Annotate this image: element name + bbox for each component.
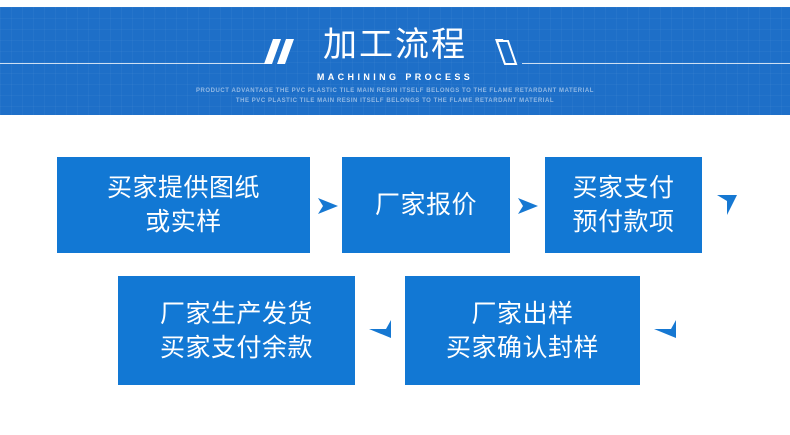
flow-step-5-line-2: 买家支付余款 (159, 332, 313, 362)
flow-step-box-3: 买家支付 预付款项 (545, 157, 702, 253)
banner-description-line-1: PRODUCT ADVANTAGE THE PVC PLASTIC TILE M… (195, 88, 595, 94)
arrow-left-icon-1 (369, 320, 391, 338)
flow-step-box-5: 厂家生产发货 买家支付余款 (118, 276, 355, 385)
flow-step-box-1: 买家提供图纸 或实样 (57, 157, 310, 253)
banner-description-line-2: THE PVC PLASTIC TILE MAIN RESIN ITSELF B… (235, 97, 555, 104)
flow-step-4-line-2: 买家确认封样 (445, 332, 599, 362)
arrow-right-icon-1 (318, 198, 338, 214)
arrow-left-icon-2 (654, 320, 676, 338)
flow-step-box-4: 厂家出样 买家确认封样 (405, 276, 640, 385)
page-title: 加工流程 (323, 25, 467, 65)
flow-step-2-line-1: 厂家报价 (374, 190, 477, 219)
flow-step-1-line-1: 买家提供图纸 (106, 173, 260, 202)
page-header-banner: 加工流程 MACHINING PROCESS PRODUCT ADVANTAGE… (0, 7, 790, 115)
arrow-right-icon-2 (518, 198, 538, 214)
banner-description: PRODUCT ADVANTAGE THE PVC PLASTIC TILE M… (0, 87, 790, 106)
flow-step-3-line-1: 买家支付 (572, 173, 675, 202)
arrow-down-icon (717, 195, 737, 215)
banner-rule-left (0, 63, 268, 64)
banner-rule-right (522, 63, 790, 64)
flow-step-4-line-1: 厂家出样 (471, 298, 574, 328)
flow-step-3-line-2: 预付款项 (572, 207, 675, 236)
flow-step-5-line-1: 厂家生产发货 (159, 298, 313, 328)
slash-decoration-left-icon (264, 39, 294, 64)
slash-decoration-right-icon (495, 39, 518, 65)
flow-step-1-line-2: 或实样 (145, 207, 222, 236)
flow-step-box-2: 厂家报价 (342, 157, 510, 253)
page-subtitle: MACHINING PROCESS (316, 72, 474, 82)
